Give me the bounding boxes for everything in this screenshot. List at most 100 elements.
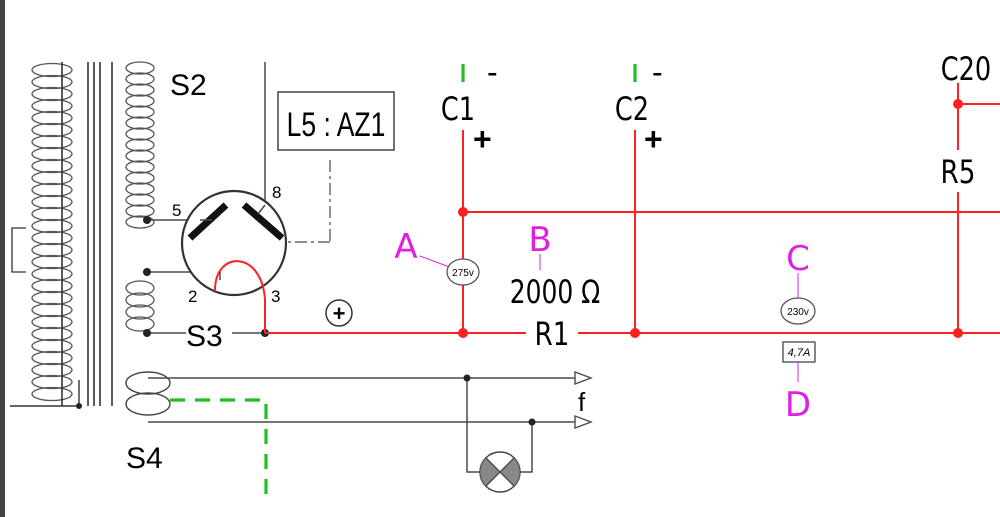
circled-plus-symbol: [325, 299, 353, 327]
junction-dot: [458, 328, 468, 338]
reading-c: 230v: [787, 307, 809, 318]
coil-turn: [125, 72, 155, 86]
junction-dot: [953, 99, 963, 109]
coil-turn: [31, 326, 73, 342]
secondary-s4-turn: [125, 392, 171, 416]
coil-turn: [31, 254, 73, 270]
secondary-s4-turn: [125, 371, 171, 395]
red-wiring: [264, 83, 1000, 334]
junction-dot: [953, 328, 963, 338]
wire-lamp-left: [466, 378, 480, 473]
measure-label-b: B: [528, 220, 551, 260]
junction-dot: [528, 418, 536, 426]
coil-turn: [31, 278, 73, 294]
measure-leader-a: [419, 255, 453, 269]
measure-label-c: C: [786, 239, 810, 279]
tube-heater: [214, 260, 266, 301]
s3-label: S3: [186, 320, 223, 353]
measure-label-d: D: [785, 385, 811, 425]
r5-label: R5: [941, 153, 976, 190]
coil-turn: [31, 362, 73, 378]
coil-turn: [31, 86, 73, 102]
secondary-s3-winding: [125, 280, 155, 332]
page-frame-left: [0, 0, 5, 517]
rectifier-tube: 5 8 2 3 L5 : AZ1: [172, 91, 395, 306]
coil-turn: [31, 182, 73, 198]
output-label: f: [578, 387, 586, 417]
wire-lamp-right: [520, 422, 533, 473]
coil-turn: [31, 302, 73, 318]
pin-label-8: 8: [272, 183, 281, 202]
reading-a: 275v: [452, 268, 474, 279]
c2-plus: +: [644, 121, 663, 157]
coil-turn: [31, 266, 73, 282]
ground-dashed: [170, 64, 637, 500]
c2-minus: -: [652, 54, 663, 90]
transformer: S2 S3 S4: [10, 61, 223, 475]
tube-anode-right: [241, 202, 285, 241]
r1-label: R1: [535, 315, 570, 352]
output-arrow-upper: [574, 370, 593, 386]
coil-turn: [125, 83, 155, 97]
coil-turn: [125, 138, 155, 152]
junction-dot: [143, 329, 151, 337]
coil-turn: [31, 338, 73, 354]
coil-turn: [31, 158, 73, 174]
c1-plus: +: [473, 121, 492, 157]
coil-turn: [125, 171, 155, 185]
lamp-quadrant: [480, 458, 500, 486]
coil-turn: [31, 74, 73, 90]
coil-turn: [31, 314, 73, 330]
secondary-s2-winding: [125, 61, 155, 229]
r1-value: 2000 Ω: [510, 273, 601, 311]
tube-anode-left: [187, 202, 229, 241]
pin-label-3: 3: [271, 287, 280, 306]
junction-dot: [463, 374, 471, 382]
coil-turn: [31, 110, 73, 126]
coil-turn: [31, 374, 73, 390]
coil-turn: [125, 215, 155, 229]
coil-turn: [31, 62, 73, 78]
primary-winding: [31, 62, 73, 402]
tube-label: L5 : AZ1: [287, 106, 386, 144]
coil-turn: [31, 134, 73, 150]
pin-label-2: 2: [188, 287, 197, 306]
junction-dot: [630, 328, 640, 338]
circled-plus-sign: +: [333, 301, 346, 326]
dark-wiring: [147, 62, 575, 473]
measure-label-a: A: [394, 227, 417, 267]
tube-label-box: [277, 91, 395, 151]
coil-turn: [125, 116, 155, 130]
coil-turn: [31, 170, 73, 186]
measurement-points: A 275v B C 230v 4,7A D: [394, 220, 816, 425]
junction-dot: [76, 403, 82, 409]
s2-label: S2: [170, 69, 207, 102]
coil-turn: [31, 218, 73, 234]
reading-d-box: [782, 341, 816, 363]
junction-dot: [143, 216, 151, 224]
coil-turn: [125, 105, 155, 119]
output-arrow-lower: [574, 414, 593, 430]
coil-turn: [125, 280, 155, 296]
coil-turn: [31, 290, 73, 306]
capacitors: - C1 + - C2 + C20: [441, 50, 991, 157]
lamp-quadrant: [500, 458, 520, 486]
coil-turn: [31, 230, 73, 246]
reading-c-badge: [780, 297, 816, 325]
coil-turn: [125, 160, 155, 174]
lamp-cross: [485, 457, 515, 487]
reading-d: 4,7A: [788, 347, 811, 359]
coil-turn: [31, 242, 73, 258]
pin-label-5: 5: [172, 201, 181, 220]
junction-dot: [143, 268, 151, 276]
coil-turn: [125, 193, 155, 207]
c20-label: C20: [941, 50, 991, 88]
coil-turn: [125, 292, 155, 308]
coil-turn: [125, 304, 155, 320]
coil-turn: [31, 146, 73, 162]
c2-label: C2: [615, 90, 649, 128]
tube-envelope: [180, 189, 288, 297]
coil-turn: [125, 316, 155, 332]
reading-a-badge: [446, 258, 480, 286]
